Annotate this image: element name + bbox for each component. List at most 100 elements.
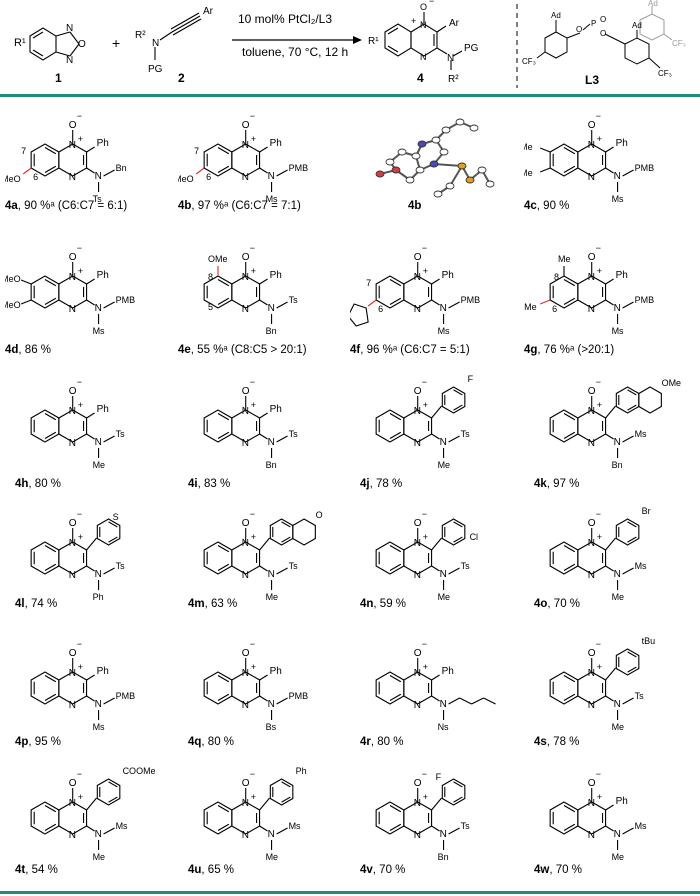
nitrogen-n4: N <box>242 700 249 711</box>
nitrogen-n4: N <box>414 570 421 581</box>
n-substituent-top: Ts <box>289 429 299 439</box>
n-substituent-top: PMB <box>116 295 136 305</box>
oxide-oxygen: O <box>414 252 422 263</box>
charge-plus: + <box>423 532 428 542</box>
ring <box>615 386 640 414</box>
nitrogen-n1: N <box>414 798 421 809</box>
charge-minus: − <box>422 509 427 519</box>
svg-text:PG: PG <box>464 43 479 54</box>
ring-substituent-7: Me <box>524 142 533 152</box>
nitrogen-n4: N <box>414 304 421 315</box>
structure-4f: O−N+NPhNPMBMsO76 <box>350 243 480 336</box>
compound-caption: 4d, 86 % <box>5 344 180 356</box>
n-substituent-bottom: Bn <box>438 852 449 862</box>
n-substituent-bottom: Ms <box>612 194 624 204</box>
nitrogen-n4: N <box>414 830 421 841</box>
n-substituent-top: Ts <box>116 561 126 571</box>
nitrogen-n4: N <box>69 830 76 841</box>
r2-label: R² <box>135 30 146 41</box>
charge-plus: + <box>251 532 256 542</box>
compound-id: 4i <box>188 478 198 490</box>
n-substituent-bottom: Bn <box>266 326 277 336</box>
nitrogen-n4: N <box>69 172 76 183</box>
phenyl-label: Ph <box>97 270 109 281</box>
nitrogen-n1: N <box>242 406 249 417</box>
n-substituent-top: Ts <box>289 561 299 571</box>
n-substituent-top: PMB <box>635 163 655 173</box>
charge-minus: − <box>596 243 601 253</box>
ring <box>231 541 261 575</box>
reactant-1-label: 1 <box>55 71 62 85</box>
phenyl-label: Ph <box>442 270 454 281</box>
amine-nitrogen: N <box>268 437 275 448</box>
nitrogen-n1: N <box>588 798 595 809</box>
amine-nitrogen: N <box>614 171 621 182</box>
nitrogen-n4: N <box>242 304 249 315</box>
oxide-oxygen: O <box>242 778 250 789</box>
charge-minus: − <box>596 639 601 649</box>
ring <box>231 409 261 443</box>
position-6: 6 <box>206 172 211 182</box>
phenyl-label: Ph <box>616 138 628 149</box>
nitrogen-n4: N <box>242 830 249 841</box>
xray-atom <box>391 166 401 174</box>
nitrogen-n1: N <box>69 406 76 417</box>
oxide-oxygen: O <box>588 386 596 397</box>
compound-caption: 4s, 78 % <box>534 736 700 748</box>
ring <box>615 518 640 546</box>
svg-text:+: + <box>411 16 416 26</box>
n-substituent-bottom: Me <box>612 852 625 862</box>
ring <box>549 143 579 177</box>
compound-id: 4v <box>360 864 373 876</box>
compound-caption: 4f, 96 %ᵃ (C6:C7 = 5:1) <box>350 344 525 356</box>
svg-text:O: O <box>576 25 582 34</box>
compound-yield: , 59 % <box>373 598 407 610</box>
svg-text:PG: PG <box>148 64 163 75</box>
n-substituent-bottom: Me <box>612 592 625 602</box>
compound-id: 4j <box>360 478 370 490</box>
r1-label: R¹ <box>14 37 26 49</box>
nitrogen-n4: N <box>588 570 595 581</box>
aryl-substituent: Br <box>642 506 651 516</box>
svg-text:Ar: Ar <box>449 18 460 29</box>
compound-yield: , 70 % <box>549 864 582 876</box>
amine-nitrogen: N <box>440 437 447 448</box>
nitrogen-n1: N <box>242 140 249 151</box>
compound-id: 4t <box>15 864 26 876</box>
n-substituent-top: PMB <box>289 691 309 701</box>
compound-yield: , 80 % <box>370 736 404 748</box>
compound-4d: O−N+NPhNPMBMsMeOMeO4d, 86 % <box>5 232 175 372</box>
charge-minus: − <box>77 639 82 649</box>
compound-caption: 4u, 65 % <box>188 864 363 876</box>
charge-plus: + <box>597 532 602 542</box>
structure-4b <box>375 118 495 198</box>
phenyl-label: Ph <box>97 404 109 415</box>
svg-text:O: O <box>420 2 427 12</box>
nitrogen-n1: N <box>588 406 595 417</box>
amine-nitrogen: N <box>95 569 102 580</box>
product-4-structure <box>384 12 463 70</box>
product-label: 4 <box>417 71 424 85</box>
charge-minus: − <box>250 243 255 253</box>
xray-atom <box>455 118 465 126</box>
ring <box>30 801 60 835</box>
ring <box>549 541 579 575</box>
svg-text:O: O <box>600 15 606 24</box>
n-substituent-top: Ts <box>635 691 645 701</box>
oxide-oxygen: O <box>242 648 250 659</box>
compound-caption: 4q, 80 % <box>188 736 363 748</box>
compound-yield: , 74 % <box>24 598 58 610</box>
ring <box>203 801 233 835</box>
nitrogen-n4: N <box>588 438 595 449</box>
position-6: 6 <box>33 172 38 182</box>
phenyl-label: Ph <box>270 138 282 149</box>
xray-atom <box>431 136 441 144</box>
compound-4f: O−N+NPhNPMBMsO764f, 96 %ᵃ (C6:C7 = 5:1) <box>350 232 520 372</box>
xray-atom <box>385 158 395 166</box>
charge-plus: + <box>597 792 602 802</box>
oxide-oxygen: O <box>588 120 596 131</box>
